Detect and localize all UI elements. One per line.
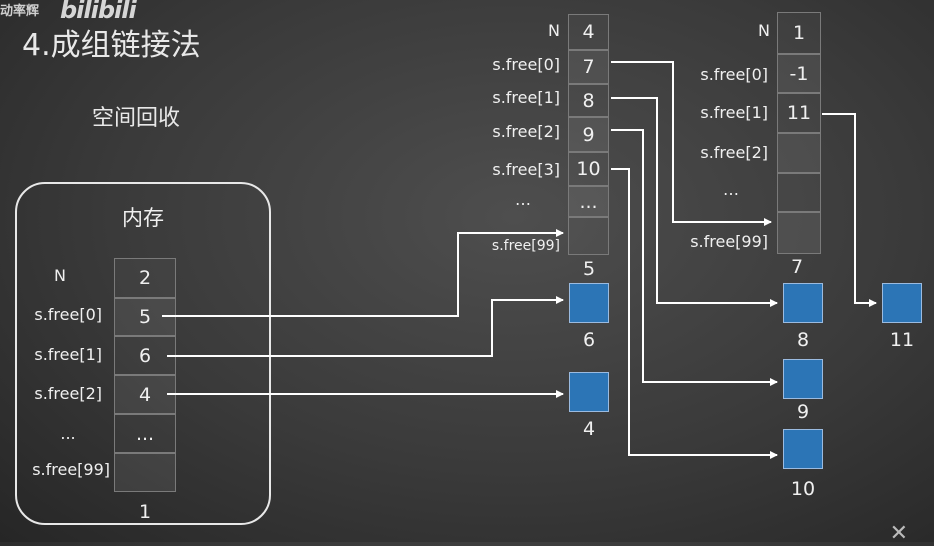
free-block-11-label: 11	[889, 329, 915, 351]
memory-label-free1: s.free[1]	[34, 345, 102, 364]
group5-cell-n: 4	[568, 14, 609, 50]
group7-label-n: N	[758, 21, 770, 40]
free-block-8-label: 8	[796, 329, 810, 351]
slide-title: 4.成组链接法	[22, 28, 201, 63]
group5-label-n: N	[548, 21, 560, 40]
group5-label-free1: s.free[1]	[492, 88, 560, 107]
group7-cell-n: 1	[777, 12, 821, 54]
memory-label-free99: s.free[99]	[32, 460, 110, 479]
slide-subtitle: 空间回收	[92, 106, 181, 131]
group7-label-free0: s.free[0]	[700, 65, 768, 84]
free-block-8	[783, 283, 823, 323]
group7-cell-ellipsis	[777, 173, 821, 212]
arrow-g5-free2-to-block9	[611, 129, 778, 386]
free-block-4-label: 4	[582, 418, 596, 440]
memory-cell-ellipsis: ...	[114, 414, 176, 453]
arrow-g5-free0-to-block7	[611, 61, 772, 226]
group5-cell-free0: 7	[568, 50, 609, 84]
arrow-g7-free1-to-block11	[822, 113, 877, 307]
arrow-mem-free0-to-block5	[162, 229, 564, 317]
memory-container	[15, 182, 271, 525]
bilibili-logo: bilibili	[60, 0, 137, 24]
group5-label-free0: s.free[0]	[492, 55, 560, 74]
group7-cell-free1: 11	[777, 93, 821, 133]
memory-cell-free99	[114, 453, 176, 492]
memory-block-number: 1	[138, 501, 152, 523]
group5-cell-ellipsis: ...	[568, 186, 609, 217]
group5-cell-free99	[568, 217, 609, 255]
group5-cell-free2: 9	[568, 117, 609, 152]
group7-label-ellipsis: …	[723, 180, 739, 199]
group5-label-ellipsis: …	[515, 190, 531, 209]
group5-label-free99: s.free[99]	[491, 238, 560, 254]
group7-cell-free2	[777, 133, 821, 173]
arrow-g5-free3-to-block10	[611, 168, 778, 459]
group7-label-free1: s.free[1]	[700, 103, 768, 122]
watermark-text: 动率辉	[0, 4, 40, 19]
free-block-9	[783, 359, 823, 399]
free-block-6	[569, 283, 609, 323]
group5-label-free3: s.free[3]	[492, 160, 560, 179]
close-icon[interactable]: ✕	[889, 521, 908, 546]
memory-cell-n: 2	[114, 258, 176, 298]
free-block-11	[882, 283, 922, 323]
memory-label-n: N	[54, 266, 66, 285]
free-block-10-label: 10	[790, 478, 816, 500]
group5-label-free2: s.free[2]	[492, 122, 560, 141]
free-block-9-label: 9	[796, 401, 810, 423]
group7-cell-free99	[777, 212, 821, 254]
arrow-g5-free1-to-block8	[611, 97, 778, 307]
free-block-4	[569, 372, 609, 412]
group5-cell-free3: 10	[568, 152, 609, 186]
arrow-mem-free1-to-block6	[167, 296, 564, 357]
memory-label-free0: s.free[0]	[34, 305, 102, 324]
memory-title: 内存	[122, 206, 164, 230]
group7-cell-free0: -1	[777, 54, 821, 93]
memory-label-free2: s.free[2]	[34, 384, 102, 403]
group7-label-free99: s.free[99]	[690, 232, 768, 251]
free-block-10	[783, 429, 823, 469]
memory-cell-free2: 4	[114, 375, 176, 414]
group5-cell-free1: 8	[568, 84, 609, 117]
free-block-6-label: 6	[582, 329, 596, 351]
memory-label-ellipsis: ...	[60, 424, 76, 443]
group5-block-number: 5	[582, 258, 596, 280]
group7-block-number: 7	[790, 256, 804, 278]
group7-label-free2: s.free[2]	[700, 143, 768, 162]
